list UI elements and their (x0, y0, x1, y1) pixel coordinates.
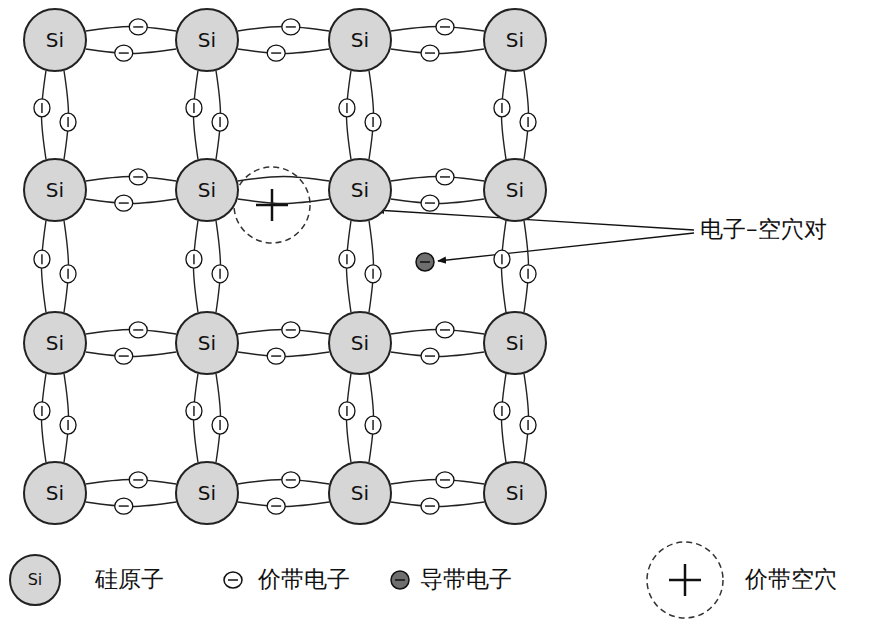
valence-electron (282, 472, 300, 488)
legend-text: 价带电子 (258, 566, 350, 594)
valence-electron (115, 348, 133, 364)
valence-electron (436, 169, 454, 185)
silicon-atom: Si (328, 461, 392, 525)
valence-electron (34, 99, 50, 117)
covalent-bond (238, 177, 330, 204)
valence-electron (339, 402, 355, 420)
legend-atom-sample (10, 555, 60, 605)
silicon-atom: Si (23, 158, 87, 222)
valence-electron (520, 265, 536, 283)
atom-symbol: Si (351, 483, 369, 503)
atom-symbol: Si (46, 333, 64, 353)
valence-electron (282, 322, 300, 338)
valence-electron (267, 45, 285, 61)
valence-electron (129, 472, 147, 488)
atom-symbol: Si (506, 333, 524, 353)
atom-symbol: Si (351, 30, 369, 50)
valence-electron (436, 19, 454, 35)
silicon-atom: Si (483, 461, 547, 525)
atom-symbol: Si (506, 180, 524, 200)
valence-electron (494, 402, 510, 420)
valence-electron (186, 250, 202, 268)
legend-text: 硅原子 (95, 566, 164, 594)
atom-symbol: Si (46, 30, 64, 50)
atom-symbol: Si (506, 30, 524, 50)
leader-line (438, 233, 694, 261)
legend-conduction-electron-sample (391, 571, 409, 589)
valence-electron (494, 99, 510, 117)
valence-electron (365, 265, 381, 283)
valence-electron (339, 250, 355, 268)
silicon-atom: Si (328, 158, 392, 222)
valence-electron (421, 45, 439, 61)
valence-electron (267, 498, 285, 514)
valence-electron (34, 402, 50, 420)
atom-symbol: Si (198, 30, 216, 50)
legend-text: 导带电子 (420, 566, 512, 594)
legend-valence-electron-sample (224, 572, 242, 588)
valence-electron (60, 265, 76, 283)
valence-electron (34, 250, 50, 268)
valence-electron (212, 265, 228, 283)
atom-symbol: Si (506, 483, 524, 503)
valence-electron (129, 322, 147, 338)
silicon-atom: Si (483, 158, 547, 222)
valence-electron (115, 195, 133, 211)
valence-electron (212, 416, 228, 434)
silicon-atom: Si (23, 461, 87, 525)
valence-hole (234, 167, 310, 243)
silicon-atom: Si (483, 8, 547, 72)
valence-electron (365, 113, 381, 131)
valence-electron (436, 472, 454, 488)
atom-symbol: Si (198, 333, 216, 353)
valence-electron (115, 45, 133, 61)
silicon-atom: Si (175, 8, 239, 72)
valence-electron (520, 113, 536, 131)
silicon-atom: Si (175, 311, 239, 375)
valence-electron (436, 322, 454, 338)
valence-electron (421, 498, 439, 514)
valence-electron (129, 19, 147, 35)
atom-symbol: Si (351, 333, 369, 353)
valence-electron (186, 402, 202, 420)
valence-electron (339, 99, 355, 117)
conduction-electron (416, 253, 434, 271)
valence-electron (421, 195, 439, 211)
atom-symbol: Si (46, 483, 64, 503)
valence-electron (282, 19, 300, 35)
valence-electron (494, 250, 510, 268)
silicon-atom: Si (23, 311, 87, 375)
silicon-atom: Si (23, 8, 87, 72)
valence-electron (421, 348, 439, 364)
silicon-atom: Si (328, 8, 392, 72)
valence-electron (60, 113, 76, 131)
legend-text: 价带空穴 (745, 566, 837, 594)
valence-electron (520, 416, 536, 434)
valence-electron (186, 99, 202, 117)
valence-electron (60, 416, 76, 434)
valence-electron (365, 416, 381, 434)
atom-symbol: Si (351, 180, 369, 200)
valence-electron (267, 348, 285, 364)
atom-symbol: Si (198, 180, 216, 200)
silicon-atom: Si (175, 461, 239, 525)
legend-atom-symbol: Si (28, 570, 43, 589)
callout-label: 电子–空穴对 (700, 216, 827, 244)
valence-electron (129, 169, 147, 185)
atom-symbol: Si (46, 180, 64, 200)
valence-electron (212, 113, 228, 131)
valence-electron (115, 498, 133, 514)
atom-symbol: Si (198, 483, 216, 503)
legend-hole-sample (647, 542, 723, 618)
silicon-atom: Si (328, 311, 392, 375)
silicon-atom: Si (175, 158, 239, 222)
silicon-atom: Si (483, 311, 547, 375)
